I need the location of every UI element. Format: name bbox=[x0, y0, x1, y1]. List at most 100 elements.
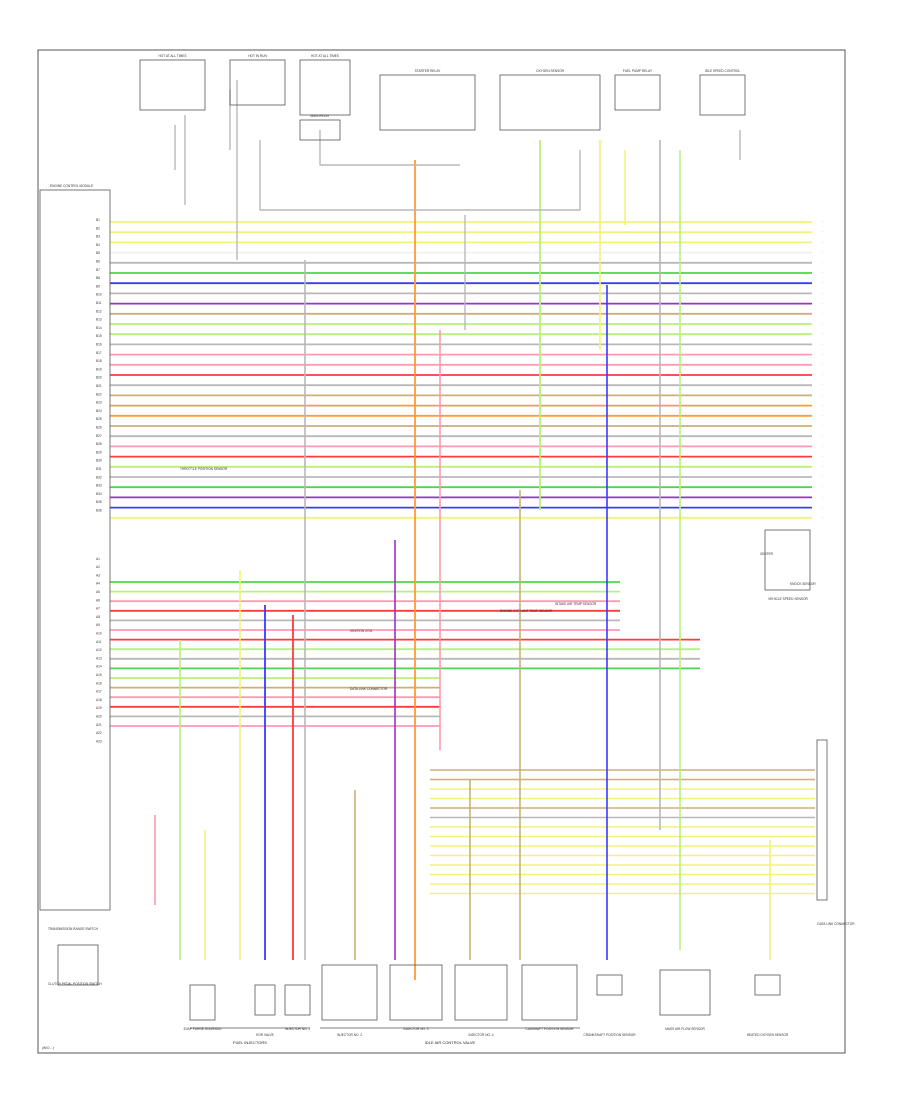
ecm-pin-label: B4 bbox=[96, 243, 100, 247]
ecm-pin-label: B33 bbox=[96, 484, 102, 488]
wire-end-marker: · bbox=[822, 220, 823, 224]
diagram-frame bbox=[37, 49, 846, 1054]
ecm-pin-label: B9 bbox=[96, 284, 100, 288]
ecm-pin-label: A5 bbox=[96, 590, 100, 594]
ecm-pin-label: B13 bbox=[96, 318, 102, 322]
mid-label: IGNITER bbox=[760, 552, 774, 556]
bottom-component-box bbox=[254, 984, 276, 1016]
bottom-component-box bbox=[521, 964, 578, 1021]
top-component-label: IDLE SPEED CONTROL bbox=[705, 69, 740, 73]
wire-end-marker: · bbox=[822, 302, 823, 306]
wire-end-marker: · bbox=[822, 281, 823, 285]
ecm-pin-label: B2 bbox=[96, 226, 100, 230]
ecm-pin-label: B27 bbox=[96, 434, 102, 438]
wire-end-marker: · bbox=[822, 261, 823, 265]
ecm-pin-label: B5 bbox=[96, 251, 100, 255]
wire-end-marker: · bbox=[822, 291, 823, 295]
bottom-component-label: INJECTOR NO. 3 bbox=[403, 1027, 428, 1031]
top-component-box bbox=[299, 119, 341, 141]
top-component-box bbox=[379, 74, 476, 131]
bottom-component-label: EGR VALVE bbox=[256, 1033, 274, 1037]
ecm-pin-label: B6 bbox=[96, 260, 100, 264]
label-group: ENGINE CONTROL MODULEB1B2B3B4B5B6B7B8B9B… bbox=[48, 54, 855, 1045]
mid-label: KNOCK SENSOR bbox=[790, 582, 816, 586]
top-component-label: HOT IN RUN bbox=[248, 54, 267, 58]
ecm-title: ENGINE CONTROL MODULE bbox=[50, 184, 93, 188]
ecm-pin-label: B35 bbox=[96, 500, 102, 504]
ecm-pin-label: A12 bbox=[96, 648, 102, 652]
ecm-pin-label: B7 bbox=[96, 268, 100, 272]
top-component-box bbox=[614, 74, 661, 111]
top-component-label: OXYGEN SENSOR bbox=[536, 69, 565, 73]
ecm-pin-label: A18 bbox=[96, 698, 102, 702]
ecm-pin-label: B31 bbox=[96, 467, 102, 471]
bottom-component-label: MASS AIR FLOW SENSOR bbox=[665, 1027, 705, 1031]
bottom-component-label: HEATED OXYGEN SENSOR bbox=[747, 1033, 789, 1037]
ecm-pin-label: A16 bbox=[96, 681, 102, 685]
wire-group bbox=[110, 80, 815, 1029]
ecm-pin-label: A10 bbox=[96, 632, 102, 636]
ecm-pin-label: B10 bbox=[96, 293, 102, 297]
ecm-pin-label: B14 bbox=[96, 326, 102, 330]
ecm-pin-label: A17 bbox=[96, 690, 102, 694]
right-connector-a bbox=[764, 529, 811, 591]
ecm-box bbox=[39, 189, 111, 911]
wire-end-marker: · bbox=[822, 455, 823, 459]
top-component-label: STARTER RELAY bbox=[415, 69, 442, 73]
top-component-box bbox=[139, 59, 206, 111]
ecm-pin-label: B8 bbox=[96, 276, 100, 280]
top-component-box bbox=[499, 74, 601, 131]
wire-end-marker: · bbox=[822, 506, 823, 510]
bottom-component-box bbox=[454, 964, 508, 1021]
ecm-pin-label: B32 bbox=[96, 475, 102, 479]
top-component-label: MAIN RELAY bbox=[310, 114, 330, 118]
top-component-box bbox=[299, 59, 351, 116]
ecm-pin-label: A3 bbox=[96, 573, 100, 577]
ecm-pin-label: B34 bbox=[96, 492, 102, 496]
ecm-pin-label: B29 bbox=[96, 450, 102, 454]
bottom-component-label: EVAP PURGE SOLENOID bbox=[184, 1027, 222, 1031]
wire-end-marker: · bbox=[822, 465, 823, 469]
top-component-label: HOT AT ALL TIMES bbox=[159, 54, 187, 58]
wire-end-marker: · bbox=[822, 312, 823, 316]
bottom-component-box bbox=[284, 984, 311, 1016]
transmission-range-switch-box bbox=[57, 944, 99, 986]
ecm-pin-label: B23 bbox=[96, 401, 102, 405]
mid-label: INTAKE AIR TEMP SENSOR bbox=[555, 602, 597, 606]
wire-end-marker: · bbox=[822, 424, 823, 428]
ecm-pin-label: B21 bbox=[96, 384, 102, 388]
bottom-component-box bbox=[754, 974, 781, 996]
ecm-pin-label: A19 bbox=[96, 706, 102, 710]
bottom-component-box bbox=[321, 964, 378, 1021]
wire-end-marker: · bbox=[822, 363, 823, 367]
ecm-pin-label: A14 bbox=[96, 665, 102, 669]
ecm-pin-label: A8 bbox=[96, 615, 100, 619]
ecm-pin-label: A13 bbox=[96, 656, 102, 660]
ecm-pin-label: A9 bbox=[96, 623, 100, 627]
ecm-pin-label: B18 bbox=[96, 359, 102, 363]
bottom-left-label: TRANSMISSION RANGE SWITCH bbox=[48, 927, 99, 931]
ecm-pin-label: A1 bbox=[96, 557, 100, 561]
right-connector-b-label: DATA LINK CONNECTOR bbox=[817, 922, 855, 926]
wire-end-marker: · bbox=[822, 444, 823, 448]
ecm-pin-label: B11 bbox=[96, 301, 102, 305]
ecm-pin-label: B17 bbox=[96, 351, 102, 355]
wire-end-marker: · bbox=[822, 383, 823, 387]
wire-end-marker: · bbox=[822, 475, 823, 479]
top-component-box bbox=[699, 74, 746, 116]
wire-end-marker: · bbox=[822, 322, 823, 326]
wire-end-marker: · bbox=[822, 251, 823, 255]
wire-end-marker: · bbox=[822, 230, 823, 234]
wire-end-marker: · bbox=[822, 240, 823, 244]
ecm-pin-label: A20 bbox=[96, 715, 102, 719]
wire-end-marker: · bbox=[822, 393, 823, 397]
ecm-pin-label: B19 bbox=[96, 367, 102, 371]
mid-label: ENGINE COOLANT TEMP SENSOR bbox=[500, 609, 553, 613]
wire-end-marker: · bbox=[822, 342, 823, 346]
ecm-pin-label: B12 bbox=[96, 309, 102, 313]
wire-end-marker: · bbox=[822, 353, 823, 357]
ecm-pin-label: B25 bbox=[96, 417, 102, 421]
bottom-component-label: INJECTOR NO. 4 bbox=[468, 1033, 493, 1037]
wire-end-marker: · bbox=[822, 373, 823, 377]
